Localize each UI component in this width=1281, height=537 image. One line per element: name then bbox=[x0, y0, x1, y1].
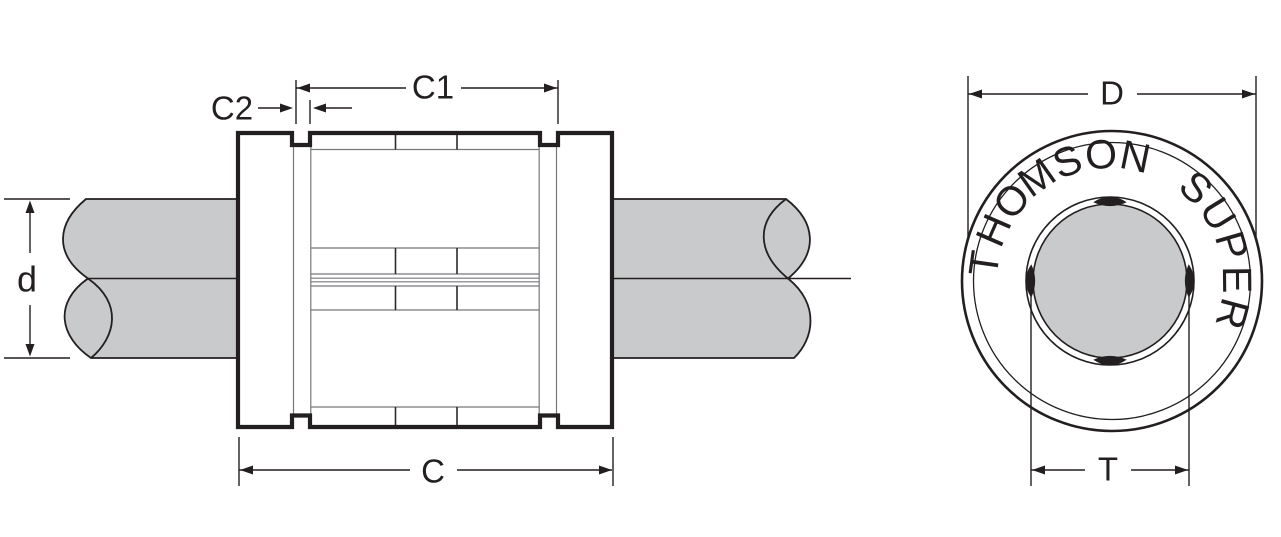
ball-track-mark bbox=[1184, 264, 1195, 298]
label-c1: C1 bbox=[412, 69, 454, 106]
dimension-c2: C2 bbox=[211, 90, 352, 127]
arrowhead-right bbox=[1175, 465, 1188, 475]
arrowhead-right bbox=[544, 83, 557, 93]
label-c2: C2 bbox=[211, 90, 253, 127]
ball-track-marks bbox=[1025, 196, 1195, 366]
arrowhead-right bbox=[599, 465, 612, 475]
dimension-d: d bbox=[4, 198, 70, 359]
bearing-outline bbox=[235, 130, 615, 430]
dimension-t: T bbox=[1030, 283, 1190, 488]
shaft-right-break-inner-curve bbox=[762, 198, 789, 280]
arrowhead-down bbox=[25, 344, 35, 357]
dimension-c: C bbox=[238, 437, 614, 490]
brand-letter: O bbox=[1083, 130, 1118, 178]
side-view: d C2 C1 C bbox=[4, 69, 851, 490]
ball-track-mark bbox=[1093, 196, 1127, 207]
ball-track-mark bbox=[1025, 264, 1036, 298]
arrowhead-up bbox=[25, 200, 35, 213]
extension-line bbox=[238, 437, 614, 486]
bearing-body-fill bbox=[238, 133, 612, 427]
extension-line bbox=[967, 76, 1257, 239]
brand-letter: E bbox=[1214, 266, 1260, 294]
shaft-bore-circle bbox=[1032, 203, 1188, 359]
label-c: C bbox=[421, 453, 445, 490]
extension-line bbox=[4, 198, 70, 359]
label-big-d: D bbox=[1100, 75, 1124, 112]
arrowhead-left bbox=[240, 465, 253, 475]
dimension-c1: C1 bbox=[295, 69, 559, 124]
arrowhead-left bbox=[297, 83, 310, 93]
ball-track-mark bbox=[1093, 355, 1127, 366]
arrowhead-left bbox=[1032, 465, 1045, 475]
arrowhead-right bbox=[1242, 89, 1255, 99]
bearing-inner-lines bbox=[292, 135, 558, 425]
extension-line bbox=[1030, 283, 1190, 486]
label-d: d bbox=[17, 259, 37, 300]
shaft-left-break-inner-curve bbox=[87, 277, 113, 359]
arrowhead-right bbox=[280, 103, 293, 113]
label-t: T bbox=[1098, 451, 1118, 488]
dimension-big-d: D bbox=[967, 75, 1257, 239]
outer-ring-inner-circle bbox=[972, 141, 1252, 421]
arrowhead-left bbox=[969, 89, 982, 99]
arrowhead-left bbox=[313, 103, 326, 113]
